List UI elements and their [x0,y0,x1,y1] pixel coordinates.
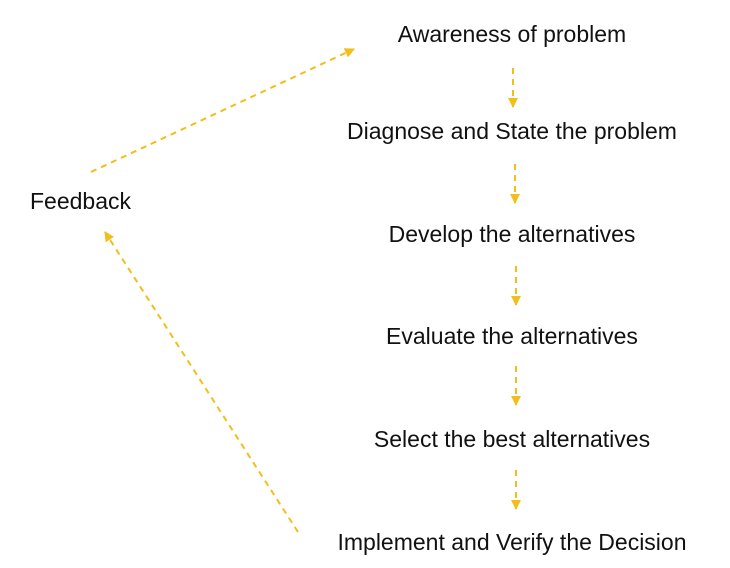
step-select-best-alternatives: Select the best alternatives [374,426,650,452]
feedback-label: Feedback [30,188,132,214]
step-develop-alternatives: Develop the alternatives [389,221,636,247]
step-awareness-of-problem: Awareness of problem [398,21,626,47]
step-implement-and-verify-decision: Implement and Verify the Decision [337,529,686,555]
arrow-implement-to-feedback [104,231,299,533]
step-evaluate-alternatives: Evaluate the alternatives [386,323,638,349]
arrow-feedback-to-awareness [90,48,355,173]
feedback-arrows [90,48,355,533]
step-diagnose-and-state-problem: Diagnose and State the problem [347,118,677,144]
